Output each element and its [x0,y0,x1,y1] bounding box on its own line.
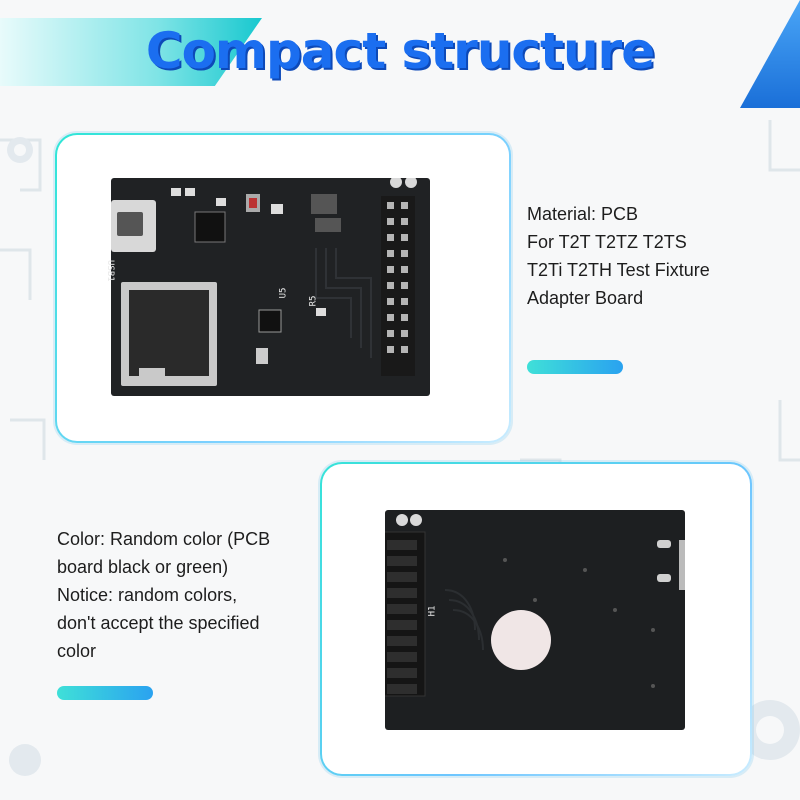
pcb-back-drawing [378,514,689,697]
pcb-front-photo: USB1 U5 R5 [105,176,430,396]
header-ribbon-left [0,18,262,86]
description-line: T2Ti T2TH Test Fixture [527,260,710,280]
r5-silkscreen-label: R5 [308,295,319,307]
page-title: Compact structure [145,22,655,80]
pcb-back-photo: H1 [378,510,689,730]
accent-pill [57,686,153,700]
description-line: Color: Random color (PCB [57,529,271,549]
description-line: color [57,641,97,661]
u5-silkscreen-label: U5 [278,287,289,299]
top-description: Material: PCB For T2T T2TZ T2TS T2Ti T2T… [527,200,787,312]
description-line: Adapter Board [527,288,644,308]
h1-silkscreen-label: H1 [427,605,438,617]
sticker-icon [491,610,551,670]
description-line: don't accept the specified [57,613,260,633]
description-line: For T2T T2TZ T2TS [527,232,687,252]
description-line: board black or green) [57,557,229,577]
bottom-description: Color: Random color (PCB board black or … [57,525,317,665]
usb-silkscreen-label: USB1 [105,260,115,282]
description-line: Notice: random colors, [57,585,238,605]
description-line: Material: PCB [527,204,639,224]
pcb-front-drawing [111,176,417,386]
accent-pill [527,360,623,374]
